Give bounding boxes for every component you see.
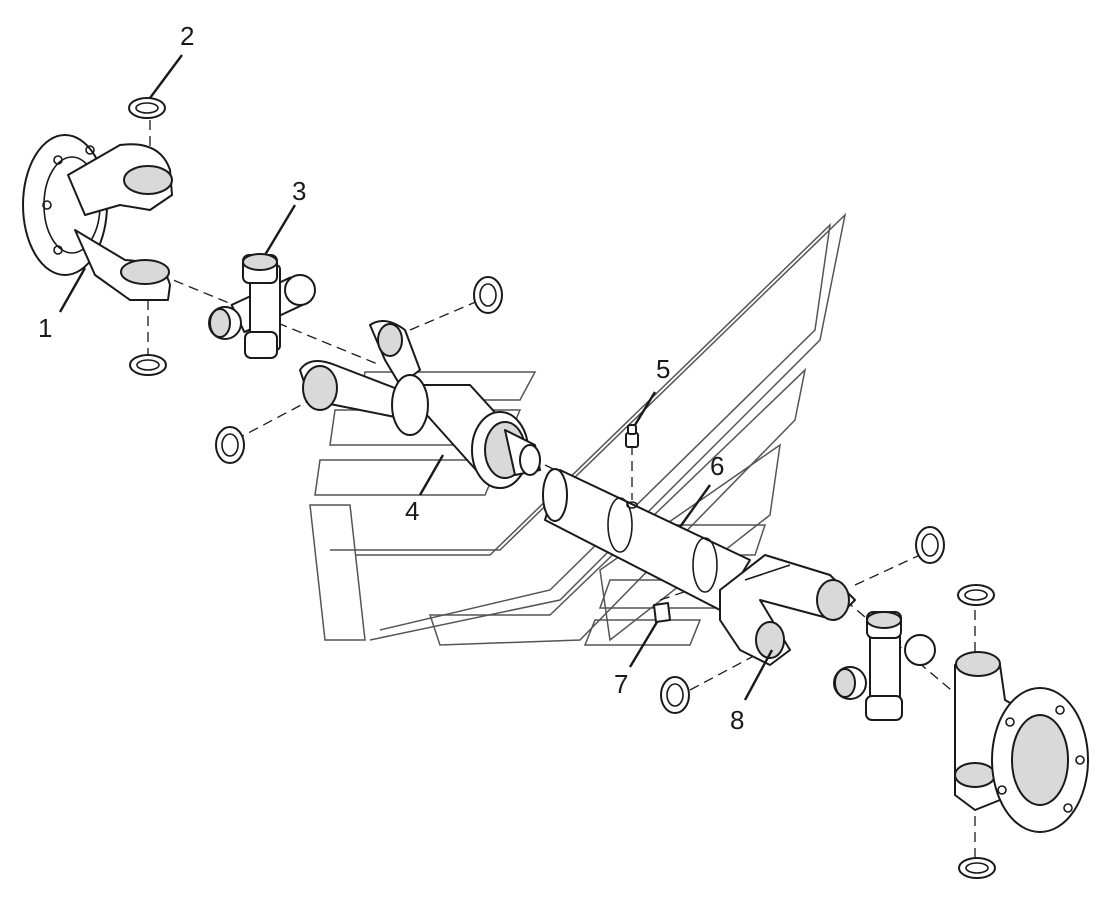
snap-ring-bottom-right bbox=[958, 857, 996, 879]
snap-ring-lower-right bbox=[660, 676, 690, 714]
snap-ring-upper-right bbox=[915, 526, 945, 564]
snap-ring-upper-mid bbox=[473, 276, 503, 314]
tube-yoke-right bbox=[719, 554, 856, 666]
callout-6: 6 bbox=[710, 451, 724, 481]
snap-ring-top-right bbox=[957, 584, 995, 606]
balance-plate bbox=[653, 602, 671, 623]
snap-ring-bottom-left bbox=[129, 354, 167, 376]
snap-ring-lower-mid bbox=[215, 426, 245, 464]
universal-joint-cross-right bbox=[833, 611, 936, 721]
callout-numbers: 1 2 3 4 5 6 7 8 bbox=[38, 21, 744, 735]
leader-lines bbox=[58, 54, 774, 701]
flange-yoke-left bbox=[22, 134, 173, 301]
callout-4: 4 bbox=[405, 496, 419, 526]
tube-shaft bbox=[542, 468, 751, 611]
snap-ring-top-left bbox=[128, 97, 166, 119]
callout-1: 1 bbox=[38, 313, 52, 343]
flange-yoke-right bbox=[954, 651, 1089, 833]
grease-fitting bbox=[625, 424, 639, 448]
callout-3: 3 bbox=[292, 176, 306, 206]
callout-5: 5 bbox=[656, 354, 670, 384]
callout-7: 7 bbox=[614, 669, 628, 699]
slip-yoke bbox=[299, 320, 541, 489]
universal-joint-cross-left bbox=[208, 253, 316, 359]
callout-8: 8 bbox=[730, 705, 744, 735]
callout-2: 2 bbox=[180, 21, 194, 51]
